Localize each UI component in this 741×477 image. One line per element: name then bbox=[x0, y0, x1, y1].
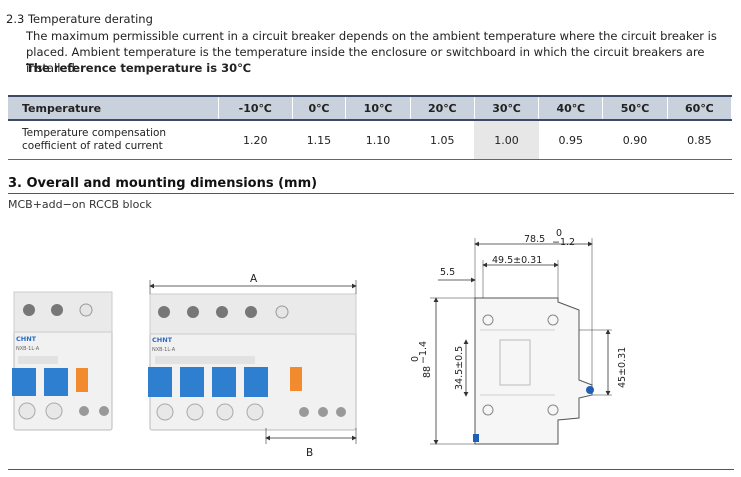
product-photo-large: CHNT NXB·1L·A A B bbox=[148, 273, 357, 459]
brand-logo: CHNT bbox=[16, 335, 37, 343]
handle-icon bbox=[148, 367, 172, 397]
terminal-screw-icon bbox=[187, 306, 199, 318]
dim-total-width-tol-upper: 0 bbox=[556, 228, 562, 239]
table-header-cell: 0℃ bbox=[292, 95, 347, 121]
table-header-cell: 50℃ bbox=[602, 95, 668, 121]
table-header-temperature: Temperature bbox=[8, 95, 219, 121]
dim-terminal: 45±0.31 bbox=[617, 347, 628, 388]
side-view-drawing: 78.5 0 −1.2 49.5±0.31 5.5 88 0 −1.4 34.5… bbox=[410, 228, 628, 445]
terminal-screw-icon bbox=[23, 304, 35, 316]
handle-icon bbox=[12, 368, 36, 396]
product-photo-small: CHNT NXB·1L·A bbox=[12, 291, 113, 431]
dim-height-tol-lower: −1.4 bbox=[418, 341, 429, 364]
section-heading-temperature-derating: 2.3 Temperature derating bbox=[6, 12, 153, 26]
table-row-label: Temperature compensation coefficient of … bbox=[8, 120, 219, 160]
table-cell: 1.15 bbox=[292, 120, 346, 160]
terminal-screw-icon bbox=[275, 305, 289, 319]
table-cell-reference: 1.00 bbox=[474, 120, 539, 160]
model-label: NXB·1L·A bbox=[152, 347, 176, 353]
row-label-line-2: coefficient of rated current bbox=[22, 140, 163, 152]
table-cell: 1.10 bbox=[345, 120, 411, 160]
dim-height-tol-upper: 0 bbox=[410, 356, 421, 362]
table-cell: 0.85 bbox=[667, 120, 732, 160]
product-subtitle: MCB+add−on RCCB block bbox=[8, 198, 152, 211]
section-heading-dimensions: 3. Overall and mounting dimensions (mm) bbox=[8, 176, 318, 191]
dim-front: 5.5 bbox=[440, 267, 455, 278]
table-header-row: Temperature -10℃ 0℃ 10℃ 20℃ 30℃ 40℃ 50℃ … bbox=[8, 95, 733, 121]
model-label: NXB·1L·A bbox=[16, 346, 40, 352]
table-header-cell: 40℃ bbox=[538, 95, 604, 121]
terminal-screw-icon bbox=[79, 303, 93, 317]
test-button-icon bbox=[76, 368, 88, 392]
dim-total-width: 78.5 bbox=[524, 234, 545, 245]
table-cell: 0.95 bbox=[538, 120, 603, 160]
dim-total-width-tol-lower: −1.2 bbox=[552, 237, 575, 248]
handle-icon bbox=[180, 367, 204, 397]
row-label-line-1: Temperature compensation bbox=[22, 127, 167, 139]
derating-text-line-1: The maximum permissible current in a cir… bbox=[26, 29, 717, 43]
derating-text-line-2: placed. Ambient temperature is the tempe… bbox=[26, 45, 705, 75]
table-header-cell: 20℃ bbox=[410, 95, 475, 121]
derating-table: Temperature -10℃ 0℃ 10℃ 20℃ 30℃ 40℃ 50℃ … bbox=[8, 95, 733, 160]
knob-icon bbox=[586, 386, 594, 394]
reference-temperature: The reference temperature is 30℃ bbox=[26, 61, 252, 75]
dim-half-width: 49.5±0.31 bbox=[492, 255, 542, 266]
terminal-screw-icon bbox=[51, 304, 63, 316]
dimension-b-label: B bbox=[306, 447, 313, 459]
section-divider bbox=[8, 193, 734, 194]
handle-icon bbox=[44, 368, 68, 396]
table-cell: 1.20 bbox=[218, 120, 293, 160]
dim-rail: 34.5±0.5 bbox=[454, 346, 465, 390]
table-header-cell: 30℃ bbox=[474, 95, 540, 121]
handle-icon bbox=[244, 367, 268, 397]
table-header-cell: -10℃ bbox=[218, 95, 293, 121]
table-header-cell: 10℃ bbox=[345, 95, 411, 121]
table-header-cell: 60℃ bbox=[667, 95, 733, 121]
test-button-icon bbox=[290, 367, 302, 391]
terminal-screw-icon bbox=[158, 306, 170, 318]
table-row: Temperature compensation coefficient of … bbox=[8, 120, 732, 160]
table-cell: 1.05 bbox=[410, 120, 475, 160]
brand-logo: CHNT bbox=[152, 336, 173, 344]
handle-icon bbox=[212, 367, 236, 397]
table-cell: 0.90 bbox=[602, 120, 668, 160]
dimension-a-label: A bbox=[250, 273, 258, 285]
dim-height: 88 bbox=[422, 366, 433, 378]
terminal-screw-icon bbox=[216, 306, 228, 318]
terminal-screw-icon bbox=[245, 306, 257, 318]
bottom-divider bbox=[8, 469, 734, 470]
dimension-figure: CHNT NXB·1L·A CHNT NXB·1L·A bbox=[12, 228, 628, 459]
